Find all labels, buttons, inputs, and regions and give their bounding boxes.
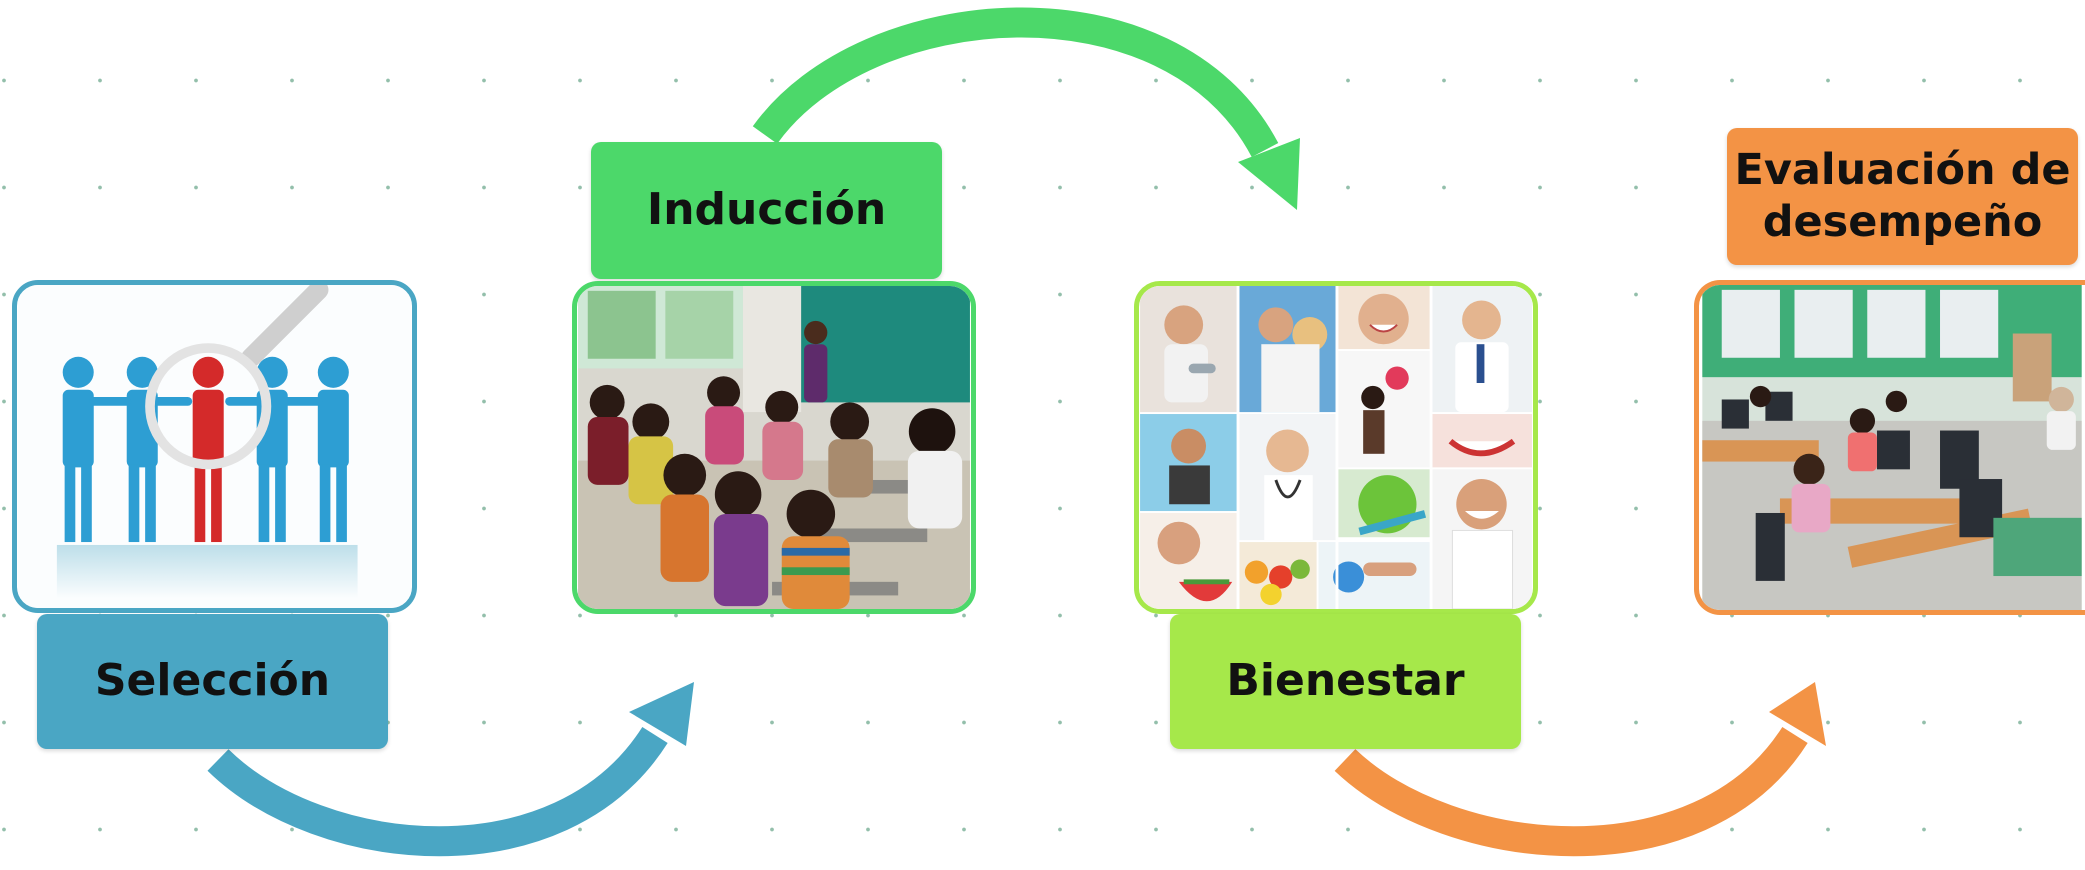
seleccion-label: Selección bbox=[37, 614, 388, 749]
arrow-bienestar-to-evaluacion-head bbox=[1769, 682, 1826, 746]
classroom-photo bbox=[578, 286, 970, 609]
arrow-seleccion-to-induccion bbox=[207, 726, 668, 857]
arrow-bienestar-to-evaluacion bbox=[1334, 726, 1808, 857]
bienestar-label: Bienestar bbox=[1170, 614, 1521, 749]
arrow-induccion-to-bienestar bbox=[752, 7, 1279, 158]
people-search-icon bbox=[18, 285, 411, 608]
wellness-collage bbox=[1140, 286, 1532, 609]
induccion-label: Inducción bbox=[591, 142, 942, 279]
induccion-image-card bbox=[572, 281, 976, 614]
arrow-induccion-to-bienestar-head bbox=[1238, 138, 1300, 210]
evaluacion-label: Evaluación de desempeño bbox=[1727, 128, 2078, 265]
arrow-seleccion-to-induccion-head bbox=[629, 682, 694, 746]
seleccion-image-card bbox=[12, 280, 417, 613]
bienestar-image-card bbox=[1134, 281, 1538, 614]
computer-lab-photo bbox=[1702, 285, 2082, 610]
evaluacion-image-card bbox=[1694, 280, 2085, 615]
